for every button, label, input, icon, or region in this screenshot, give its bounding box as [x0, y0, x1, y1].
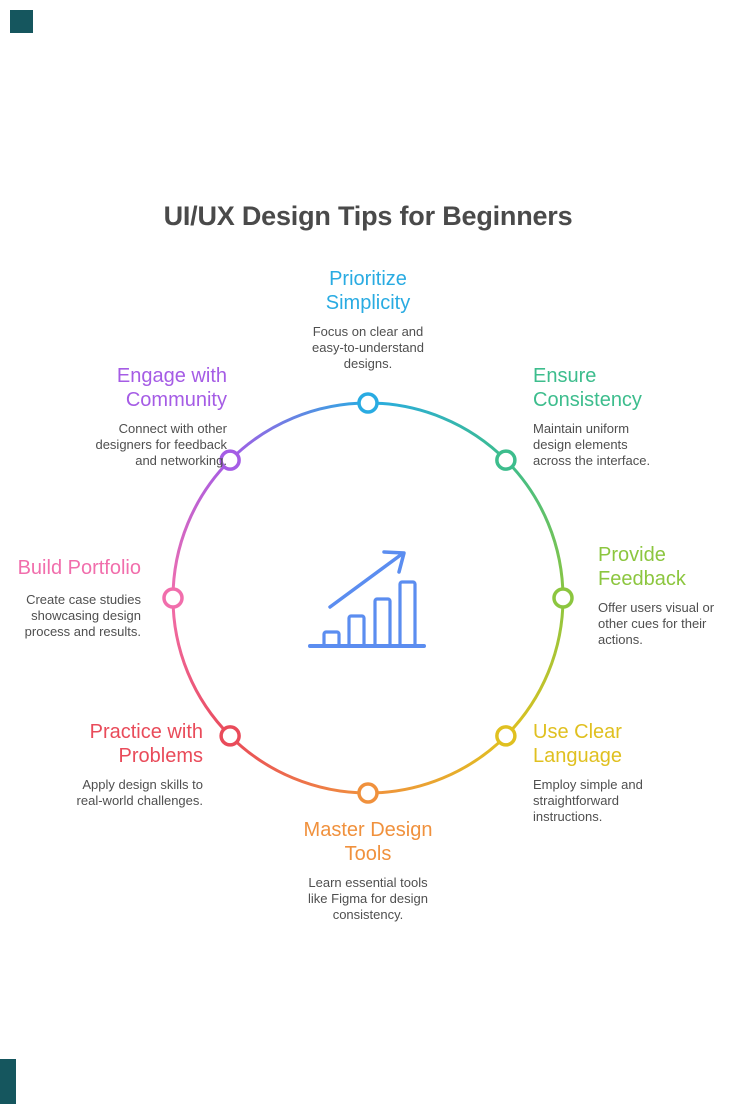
circle-arc-engage-with-community	[229, 401, 369, 462]
tip-engage-with-community: Engage with Community Connect with other…	[47, 364, 227, 469]
growth-arrow-head	[382, 550, 406, 574]
tip-description: Connect with other designers for feedbac…	[95, 421, 227, 468]
tip-title: Provide Feedback	[598, 544, 686, 590]
tip-practice-with-problems: Practice with Problems Apply design skil…	[23, 720, 203, 809]
tip-description: Maintain uniform design elements across …	[533, 421, 651, 468]
tip-title: Engage with Community	[116, 365, 227, 411]
growth-chart-icon	[308, 550, 426, 648]
tip-use-clear-language: Use Clear Language Employ simple and str…	[533, 720, 713, 825]
circle-arc-prioritize-simplicity	[367, 401, 507, 462]
corner-accent-top-left	[10, 10, 33, 33]
node-marker-prioritize-simplicity	[357, 392, 379, 414]
node-marker-practice-with-problems	[219, 725, 241, 747]
node-marker-use-clear-language	[495, 725, 517, 747]
tip-description: Focus on clear and easy-to-understand de…	[311, 324, 424, 371]
chart-bar-4	[398, 580, 417, 648]
node-marker-provide-feedback	[552, 587, 574, 609]
tip-ensure-consistency: Ensure Consistency Maintain uniform desi…	[533, 364, 713, 469]
tip-build-portfolio: Build Portfolio Create case studies show…	[1, 556, 141, 640]
node-marker-engage-with-community	[219, 449, 241, 471]
tip-prioritize-simplicity: Prioritize Simplicity Focus on clear and…	[288, 267, 448, 372]
page-title: UI/UX Design Tips for Beginners	[163, 201, 573, 231]
tip-description: Learn essential tools like Figma for des…	[308, 875, 428, 922]
circle-arc-use-clear-language	[367, 734, 507, 795]
circle-arc-ensure-consistency	[504, 459, 565, 599]
tip-provide-feedback: Provide Feedback Offer users visual or o…	[598, 543, 736, 648]
tip-title: Prioritize Simplicity	[325, 268, 411, 314]
node-marker-master-design-tools	[357, 782, 379, 804]
tip-description: Offer users visual or other cues for the…	[598, 600, 715, 647]
circle-arc-practice-with-problems	[171, 597, 232, 737]
corner-accent-bottom-left	[0, 1059, 16, 1104]
chart-bar-1	[322, 630, 341, 648]
node-marker-ensure-consistency	[495, 449, 517, 471]
growth-arrow-shaft	[328, 552, 404, 609]
tip-title: Ensure Consistency	[533, 365, 642, 411]
chart-bar-2	[347, 614, 366, 648]
tip-title: Practice with Problems	[89, 721, 203, 767]
tip-description: Create case studies showcasing design pr…	[24, 592, 141, 639]
tip-master-design-tools: Master Design Tools Learn essential tool…	[278, 818, 458, 923]
tip-title: Build Portfolio	[17, 557, 141, 579]
circle-arc-master-design-tools	[229, 734, 369, 795]
tip-title: Master Design Tools	[303, 819, 433, 865]
tip-description: Apply design skills to real-world challe…	[76, 777, 203, 808]
chart-bar-3	[373, 597, 392, 648]
tip-description: Employ simple and straightforward instru…	[533, 777, 643, 824]
tip-title: Use Clear Language	[533, 721, 622, 767]
circle-arc-provide-feedback	[504, 597, 565, 737]
circle-arc-build-portfolio	[171, 459, 232, 599]
node-marker-build-portfolio	[162, 587, 184, 609]
